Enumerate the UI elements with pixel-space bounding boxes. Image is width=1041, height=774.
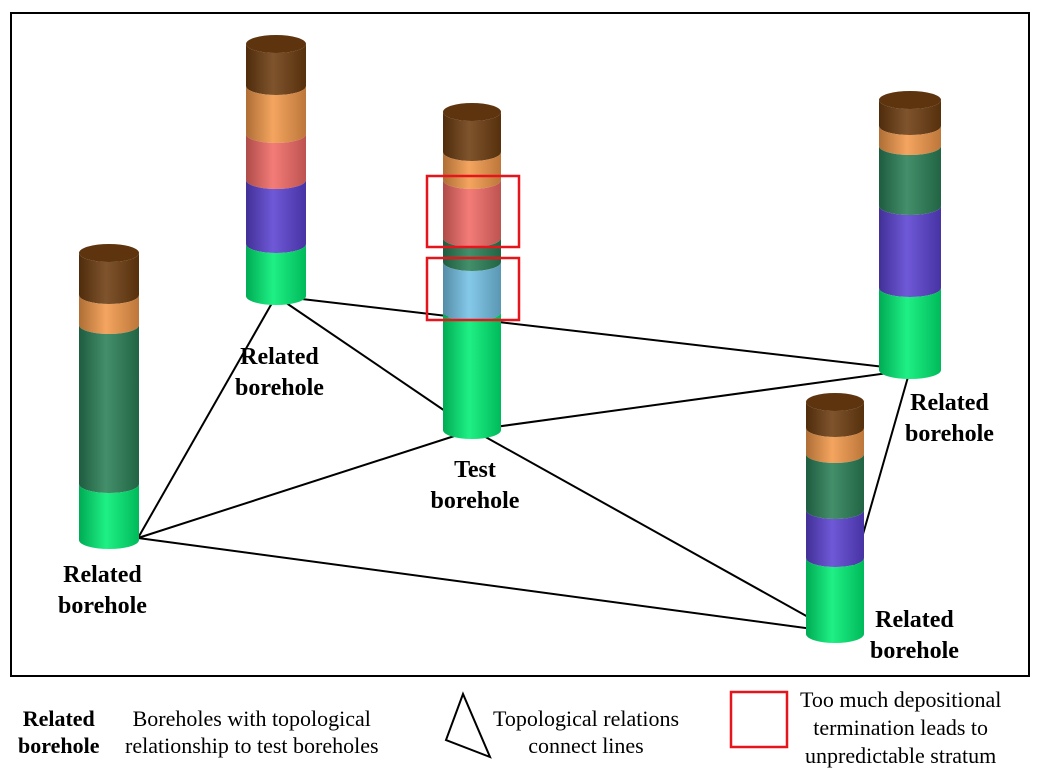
stratum-layer — [79, 295, 139, 334]
borehole-cap — [246, 35, 306, 53]
stratum-layer — [806, 454, 864, 519]
stratum-layer — [443, 152, 501, 189]
related-borehole-right — [879, 91, 941, 379]
legend-sample-description: Boreholes with topological relationship … — [125, 706, 379, 758]
termination-highlight-box — [425, 256, 521, 322]
stratum-layer — [79, 325, 139, 493]
related-borehole-top — [246, 35, 306, 305]
topology-line-ab — [275, 295, 474, 431]
borehole-cap — [806, 393, 864, 411]
stratum-layer — [443, 112, 501, 161]
stratum-layer — [806, 402, 864, 437]
legend-box-description: Too much depositional termination leads … — [800, 687, 1002, 768]
stratum-layer — [443, 312, 501, 439]
test-borehole-label: Test borehole — [430, 457, 520, 514]
topology-line-ef — [137, 537, 836, 633]
legend-red-box-icon — [729, 690, 789, 749]
stratum-layer — [879, 126, 941, 155]
highlight-boxes — [425, 174, 521, 322]
related-borehole-label-right: Related borehole — [905, 390, 994, 447]
related-borehole-label-left: Related borehole — [58, 562, 147, 619]
borehole-cap — [879, 91, 941, 109]
legend-triangle-description: Topological relations connect lines — [493, 706, 680, 758]
topology-line-ad — [275, 295, 911, 371]
related-borehole-left — [79, 244, 139, 549]
topology-line-bf — [472, 429, 836, 633]
legend-shapes — [444, 690, 789, 759]
borehole-cap — [79, 244, 139, 262]
topology-line-ae — [137, 295, 277, 539]
stratum-layer — [806, 428, 864, 463]
stratum-layer — [246, 86, 306, 143]
topology-lines — [137, 295, 911, 633]
termination-highlight-box — [425, 174, 521, 249]
related-borehole-bottom-right — [806, 393, 864, 643]
borehole-cap — [443, 103, 501, 121]
legend-sample-label: Related borehole — [18, 706, 100, 758]
legend-triangle-icon — [444, 691, 492, 759]
related-borehole-label-bottom-right: Related borehole — [870, 607, 959, 664]
stratum-layer — [879, 146, 941, 215]
stratum-layer — [246, 244, 306, 305]
test-borehole — [443, 103, 501, 439]
stratum-layer — [443, 262, 501, 321]
stratum-layer — [806, 558, 864, 643]
stratum-layer — [879, 206, 941, 297]
related-borehole-label-top: Related borehole — [235, 344, 324, 401]
stratum-layer — [246, 44, 306, 95]
stratum-layer — [246, 180, 306, 253]
stratum-layer — [246, 134, 306, 189]
stratum-layer — [806, 510, 864, 567]
topology-line-bd — [472, 369, 911, 431]
stratum-layer — [879, 100, 941, 135]
stratum-layer — [879, 288, 941, 379]
topology-line-be — [137, 429, 474, 539]
diagram-frame — [10, 12, 1030, 677]
stratum-layer — [443, 180, 501, 247]
boreholes — [79, 35, 941, 643]
stratum-layer — [79, 253, 139, 304]
stratum-layer — [79, 484, 139, 549]
